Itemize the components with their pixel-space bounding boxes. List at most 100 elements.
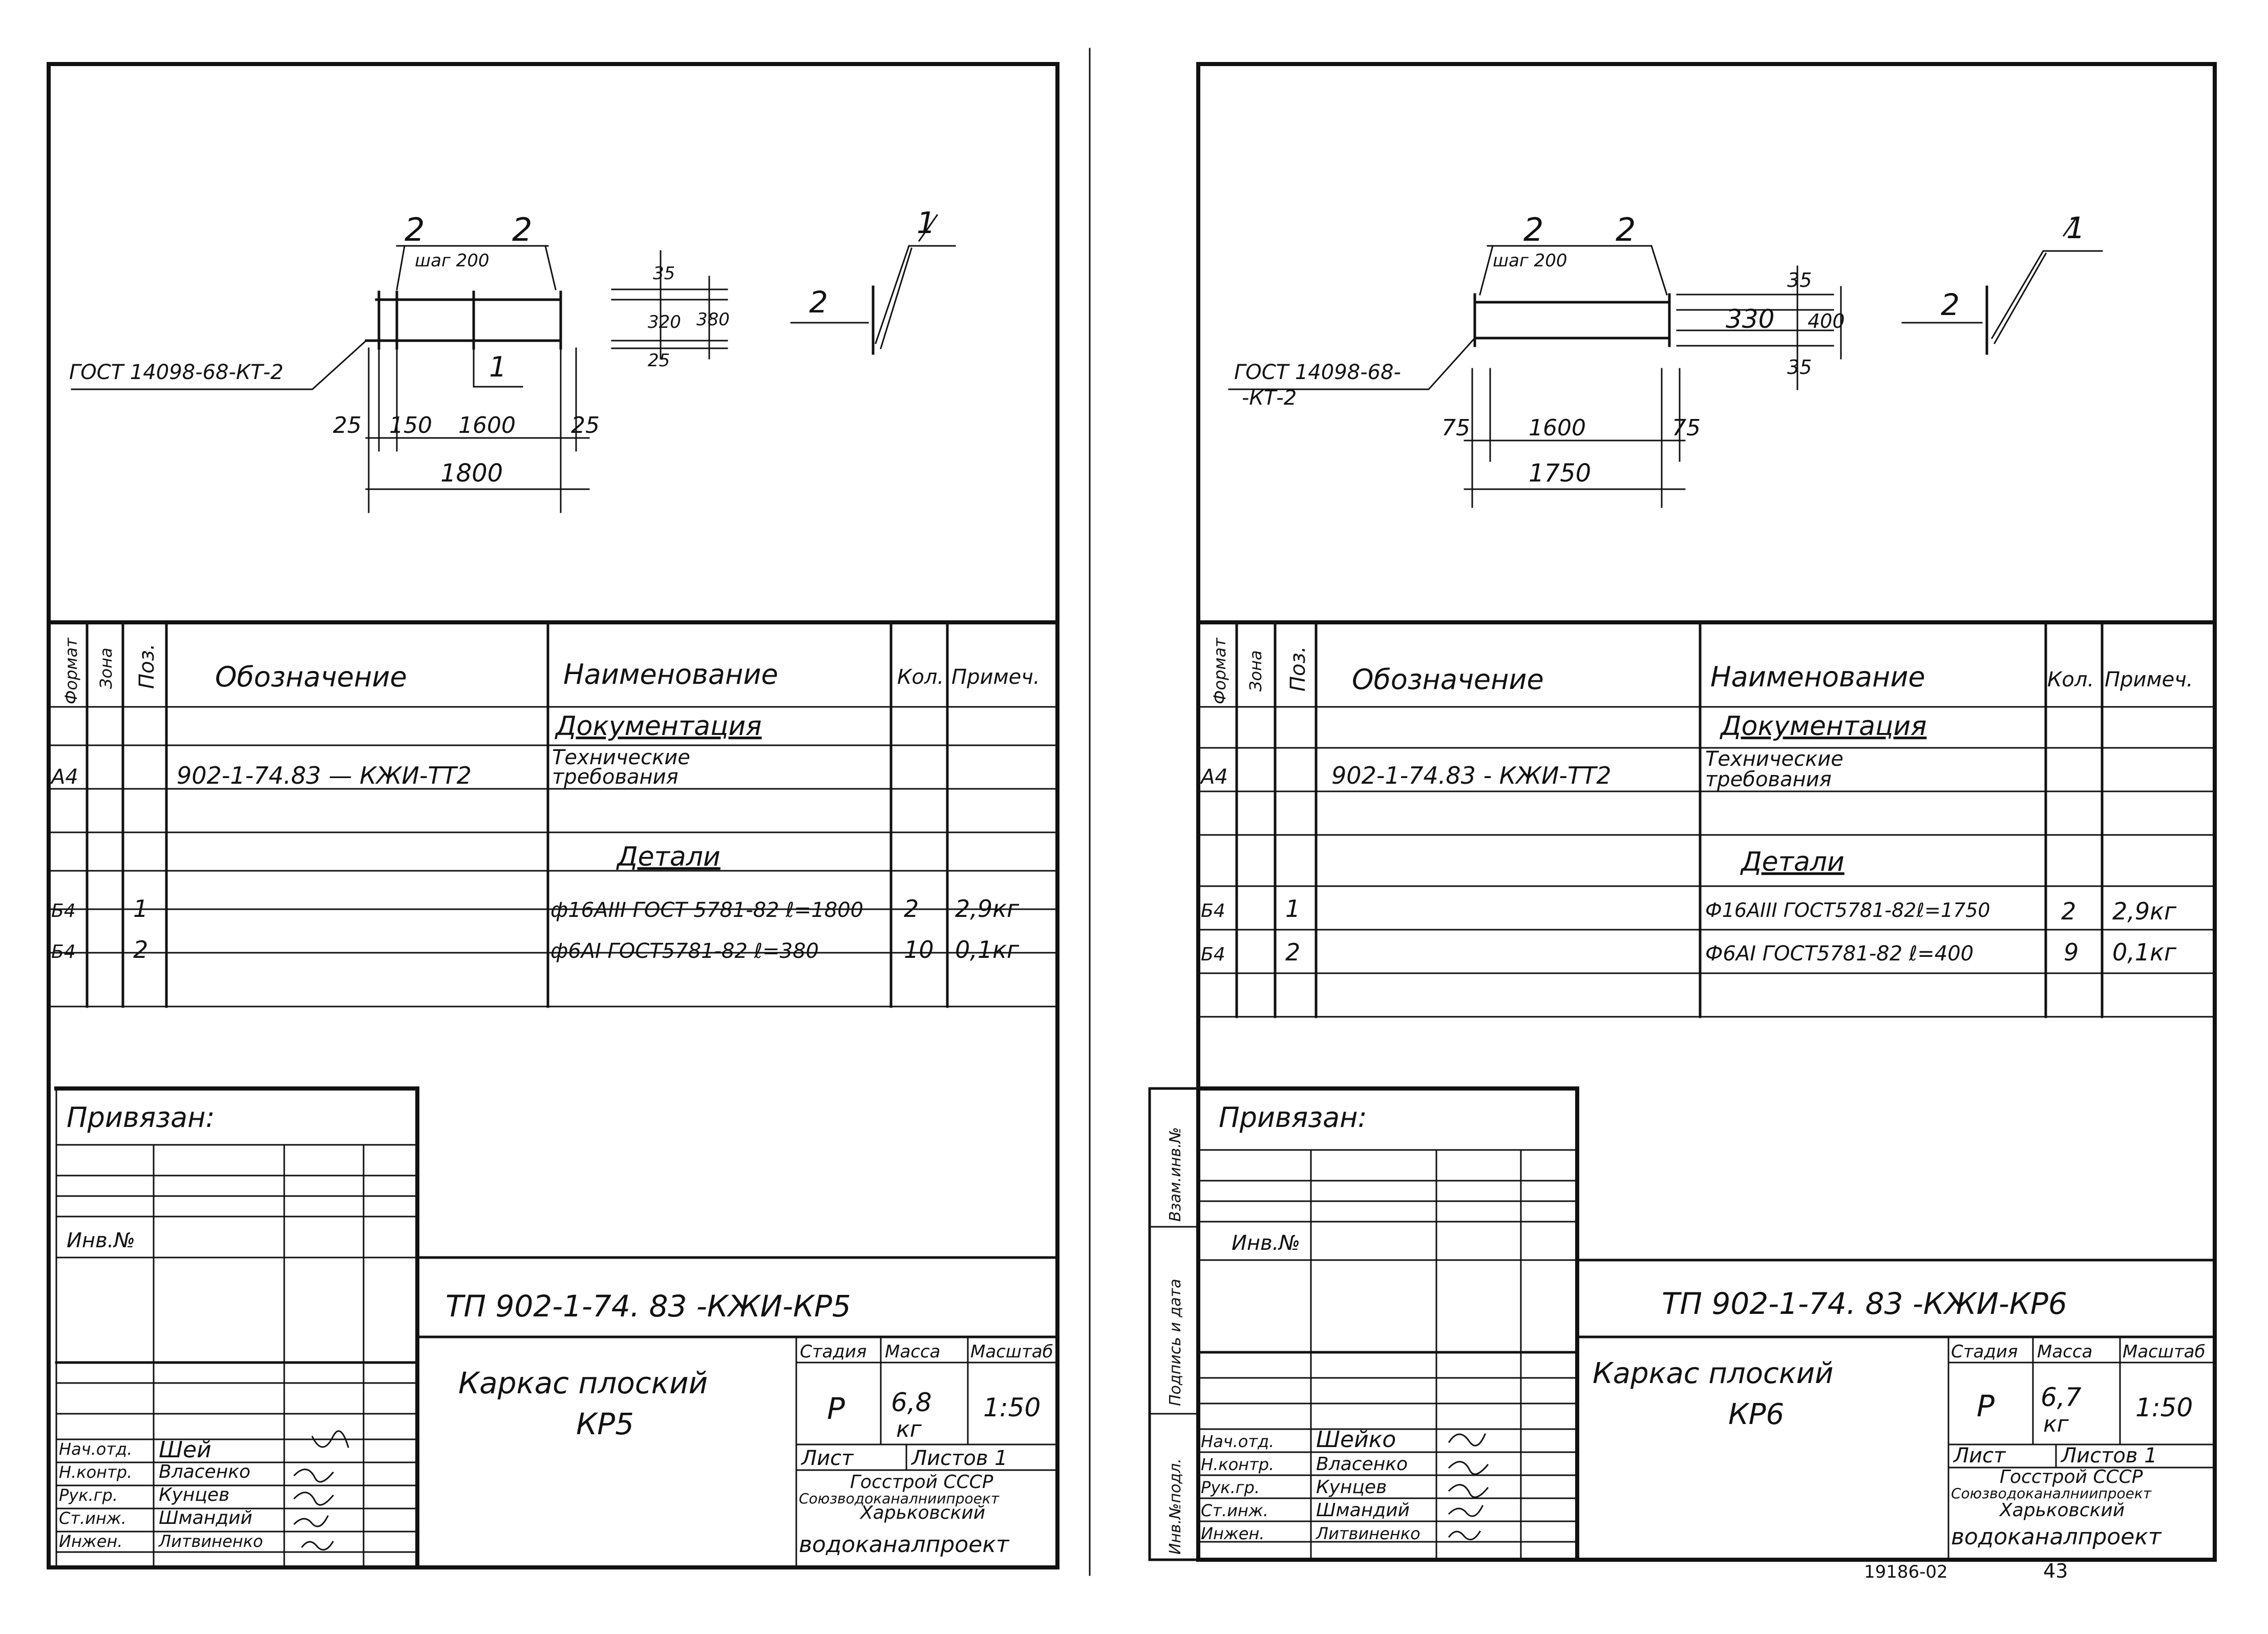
col-header: Обозначение [1352,663,1544,696]
sec-dim-label: 330 [1726,304,1774,334]
org-line: водоканалпроект [799,1532,1010,1558]
person: Литвиненко [1316,1524,1421,1543]
gost-ref: ГОСТ 14098-68- [1234,361,1401,384]
cell-qty: 2 [2061,897,2076,925]
cell-pos: 2 [133,936,148,963]
role: Инжен. [59,1532,122,1551]
right-texts: 2 2 шаг 200 ГОСТ 14098-68- -КТ-2 75 1600… [1167,211,2206,1582]
sheets-header: Листов 1 [2060,1444,2157,1468]
signatures [293,1430,349,1551]
scale-value: 1:50 [983,1393,1041,1422]
page-number: 43 [2043,1560,2068,1582]
pos-leader [473,347,523,388]
mass-unit: кг [2043,1411,2069,1437]
node-mark: 2 [809,285,828,320]
cell-pos: 1 [133,895,148,923]
drawing-code: ТП 902-1-74. 83 -КЖИ-КР6 [1662,1286,2067,1321]
title-line1: Каркас плоский [1593,1357,1833,1390]
gost-leader [71,339,368,390]
cell-note: 2,9кг [2112,897,2177,925]
mass-header: Масса [2037,1342,2092,1362]
cell-pos: 1 [1285,895,1300,923]
sec-dim-label: 320 [648,312,681,332]
side-label: Подпись и дата [1167,1279,1184,1407]
step-label: шаг 200 [415,250,490,271]
gost-ref: -КТ-2 [1242,386,1297,410]
sec-dim-label: 35 [1787,356,1812,379]
section-docs: Документация [1720,711,1926,742]
inv-label: Инв.№ [1232,1231,1300,1255]
org-line: водоканалпроект [1951,1524,2162,1550]
dim-label: 1600 [1529,415,1586,441]
cell-format: А4 [1199,765,1228,789]
role: Нач.отд. [1201,1432,1274,1451]
mass-header: Масса [885,1342,940,1362]
title-line2: КР6 [1728,1398,1784,1431]
cell-format: А4 [50,765,78,789]
person: Шей [159,1437,211,1463]
cell-qty: 2 [904,895,919,923]
person: Шмандий [159,1507,252,1528]
scale-header: Масштаб [970,1342,1053,1362]
stage-header: Стадия [1951,1342,2018,1362]
scale-header: Масштаб [2123,1342,2206,1362]
role: Рук.гр. [1201,1478,1260,1497]
step-label: шаг 200 [1493,250,1567,271]
cell-name: ф16АIII ГОСТ 5781-82 ℓ=1800 [550,898,863,922]
title-block [54,1086,1059,1569]
scale-value: 1:50 [2135,1393,2193,1422]
role: Нач.отд. [59,1439,132,1459]
stage-value: Р [1977,1389,1995,1423]
cell-note: 0,1кг [955,936,1020,963]
cell-format: Б4 [51,900,76,921]
col-header: Наименование [563,658,778,690]
mark-top: 2 [1523,211,1543,248]
mark-top: 2 [512,211,532,248]
mass-value: 6,8 [891,1388,932,1417]
col-header: Кол. [897,665,944,689]
sec-dim-label: 35 [653,263,675,284]
mark-pos1: 1 [489,351,506,383]
left-texts: 2 2 шаг 200 ГОСТ 14098-68-КТ-2 1 25 150 … [50,205,1053,1558]
cell-format: Б4 [1201,900,1225,921]
sec-dim-label: 35 [1787,269,1812,291]
col-header: Зона [96,647,116,689]
signatures [1448,1433,1489,1541]
node-mark: 2 [1941,287,1960,322]
role: Н.контр. [1201,1455,1274,1474]
leader [544,245,557,290]
person: Шмандий [1316,1500,1410,1521]
node-mark: 1 [2066,211,2085,245]
person: Власенко [159,1461,250,1482]
person: Кунцев [159,1484,229,1505]
sec-dim-label: 400 [1808,310,1845,332]
org-line: Союзводоканалниипроект [799,1490,1000,1507]
sheet-header: Лист [1953,1444,2006,1468]
cell-name: требования [552,765,679,789]
org-line: Харьковский [1999,1500,2125,1521]
person: Шейко [1316,1427,1396,1453]
attached-label: Привязан: [1219,1101,1367,1134]
node-leader [875,245,956,344]
archive-number: 19186-02 [1864,1562,1948,1582]
node-mark: 1 [917,205,936,240]
cell-name: Ф6АI ГОСТ5781-82 ℓ=400 [1705,942,1974,966]
dim-total: 1750 [1529,459,1591,488]
mark-top: 2 [405,211,425,248]
person: Власенко [1316,1454,1408,1475]
sheet-left [47,62,1059,1569]
col-header: Поз. [1286,646,1310,692]
col-header: Поз. [135,643,159,689]
title-block [1148,1086,2216,1562]
node-leader [918,214,939,242]
role: Инжен. [1201,1524,1264,1543]
col-header: Зона [1246,650,1265,692]
org-line: Госстрой СССР [2000,1467,2143,1488]
sheet-frame [47,62,1059,1569]
spec-table [47,620,1059,1008]
section-docs: Документация [555,711,761,742]
cell-qty: 9 [2064,938,2079,966]
col-header: Примеч. [2105,668,2193,692]
dim-label: 25 [571,412,600,438]
